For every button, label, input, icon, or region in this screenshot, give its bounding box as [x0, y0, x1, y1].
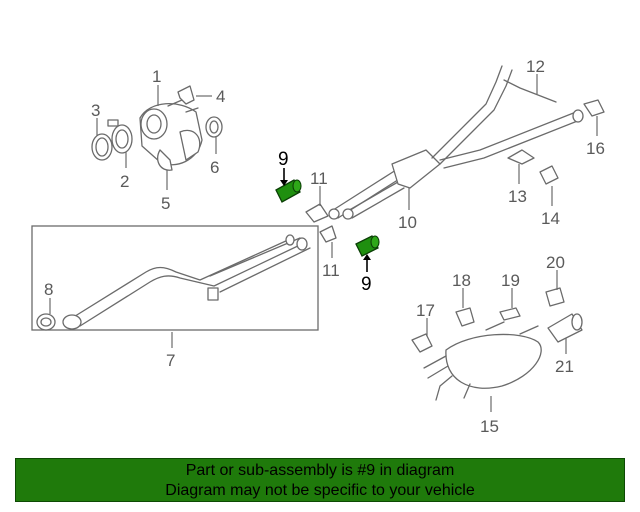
clamp-part-8 [36, 313, 56, 331]
clamp-part-6 [205, 116, 223, 138]
highlighted-part-9-lower[interactable] [355, 235, 380, 257]
callout-12: 12 [526, 57, 545, 76]
highlighted-part-9-upper[interactable] [275, 179, 302, 203]
callout-6: 6 [210, 158, 219, 177]
callout-13: 13 [508, 187, 527, 206]
callout-9-upper: 9 [278, 149, 289, 170]
center-pipe-part-10 [328, 65, 584, 220]
hanger-part-13 [507, 149, 535, 165]
clamp-part-11-lower [319, 225, 337, 243]
catalytic-converter [139, 99, 203, 166]
tailpipe-tip-part-21 [547, 313, 583, 343]
callout-11-lower: 11 [322, 261, 340, 280]
callout-5: 5 [161, 194, 170, 213]
bracket-part-5 [157, 149, 173, 171]
exhaust-parts-diagram: 1 2 3 4 5 6 7 8 9 9 10 11 11 12 13 14 15… [31, 57, 605, 436]
callout-21: 21 [555, 357, 574, 376]
clamp-part-16 [583, 99, 605, 117]
callout-2: 2 [120, 172, 129, 191]
gasket-part-3 [91, 133, 113, 161]
callout-14: 14 [541, 209, 560, 228]
mount-part-18 [455, 307, 475, 327]
part-info-line-2: Diagram may not be specific to your vehi… [165, 482, 475, 499]
callout-17: 17 [416, 301, 435, 320]
clamp-part-11-upper [305, 203, 329, 223]
rear-muffler-part-15 [423, 321, 542, 401]
callout-8: 8 [44, 280, 53, 299]
clamp-part-2 [107, 119, 133, 154]
callout-15: 15 [480, 417, 499, 436]
callout-18: 18 [452, 271, 471, 290]
callout-19: 19 [501, 271, 520, 290]
front-pipe-inset-frame [31, 225, 319, 331]
leader-lines [49, 74, 598, 412]
callout-10: 10 [398, 213, 417, 232]
front-pipe-part-7 [62, 234, 311, 330]
callout-20: 20 [546, 253, 565, 272]
callout-11-upper: 11 [310, 169, 328, 188]
mount-part-20 [545, 287, 565, 307]
hanger-part-12 [503, 79, 557, 103]
part-info-line-1: Part or sub-assembly is #9 in diagram [185, 462, 455, 479]
bracket-part-19 [499, 307, 521, 321]
callout-3: 3 [91, 101, 100, 120]
part-info-banner: Part or sub-assembly is #9 in diagram Di… [15, 458, 625, 502]
bracket-part-17 [411, 333, 433, 353]
callout-16: 16 [586, 139, 605, 158]
callout-7: 7 [166, 351, 175, 370]
callout-4: 4 [216, 87, 225, 106]
callout-9-lower: 9 [361, 274, 372, 295]
bracket-part-4 [177, 85, 195, 105]
callout-1: 1 [152, 67, 161, 86]
mount-part-14 [539, 165, 559, 185]
